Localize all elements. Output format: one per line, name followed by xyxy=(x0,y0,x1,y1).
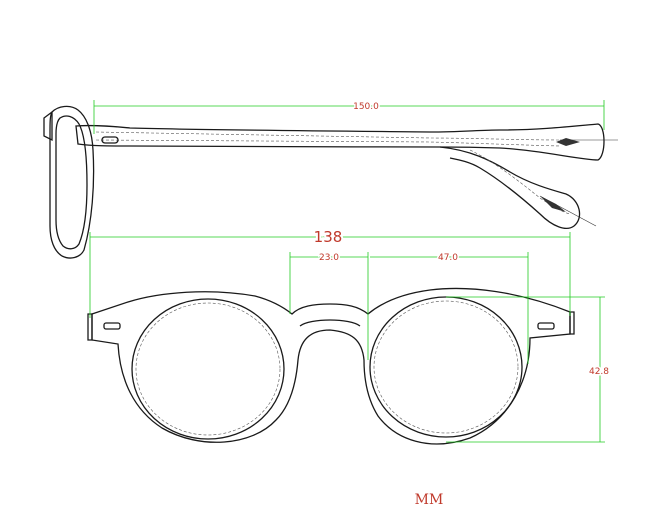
bridge-width-label: 23.0 xyxy=(319,253,339,263)
left-lens xyxy=(131,298,285,440)
temple-length-label: 150.0 xyxy=(353,102,379,112)
dim-frame-width: 138 xyxy=(89,226,571,318)
right-hinge-block xyxy=(569,311,575,335)
temple-slot xyxy=(101,136,119,144)
frame-width-label: 138 xyxy=(314,228,343,246)
right-lens xyxy=(369,296,523,438)
temple-tip-accent-lower xyxy=(540,196,566,212)
front-frame-outline xyxy=(91,287,571,445)
front-view xyxy=(87,287,575,445)
side-rim xyxy=(49,105,95,259)
dim-bridge-width: 23.0 xyxy=(289,252,369,360)
bridge-inner xyxy=(299,319,361,327)
lens-width-label: 47.0 xyxy=(438,253,458,263)
temple-lower-inner xyxy=(469,149,571,215)
right-end-slot xyxy=(537,322,555,330)
temple-upper-inner xyxy=(95,131,561,141)
lens-height-label: 42.8 xyxy=(589,367,609,377)
ref-line-lower xyxy=(539,195,597,227)
dim-temple-length: 150.0 xyxy=(93,100,605,134)
dim-lens-width: 47.0 xyxy=(370,252,529,364)
side-view xyxy=(43,105,618,259)
left-end-slot xyxy=(103,322,121,330)
side-hinge xyxy=(43,110,53,142)
unit-label: MM xyxy=(415,492,444,508)
side-rim-inner xyxy=(55,115,88,250)
left-hinge-block xyxy=(87,313,93,341)
temple-tip-accent-upper xyxy=(556,138,580,146)
temple-lower xyxy=(439,146,581,229)
temple-upper-inner-2 xyxy=(95,139,561,147)
left-lens-inner xyxy=(135,302,281,436)
temple-upper xyxy=(75,123,605,161)
right-lens-inner xyxy=(373,300,519,434)
dim-lens-height: 42.8 xyxy=(446,296,611,443)
